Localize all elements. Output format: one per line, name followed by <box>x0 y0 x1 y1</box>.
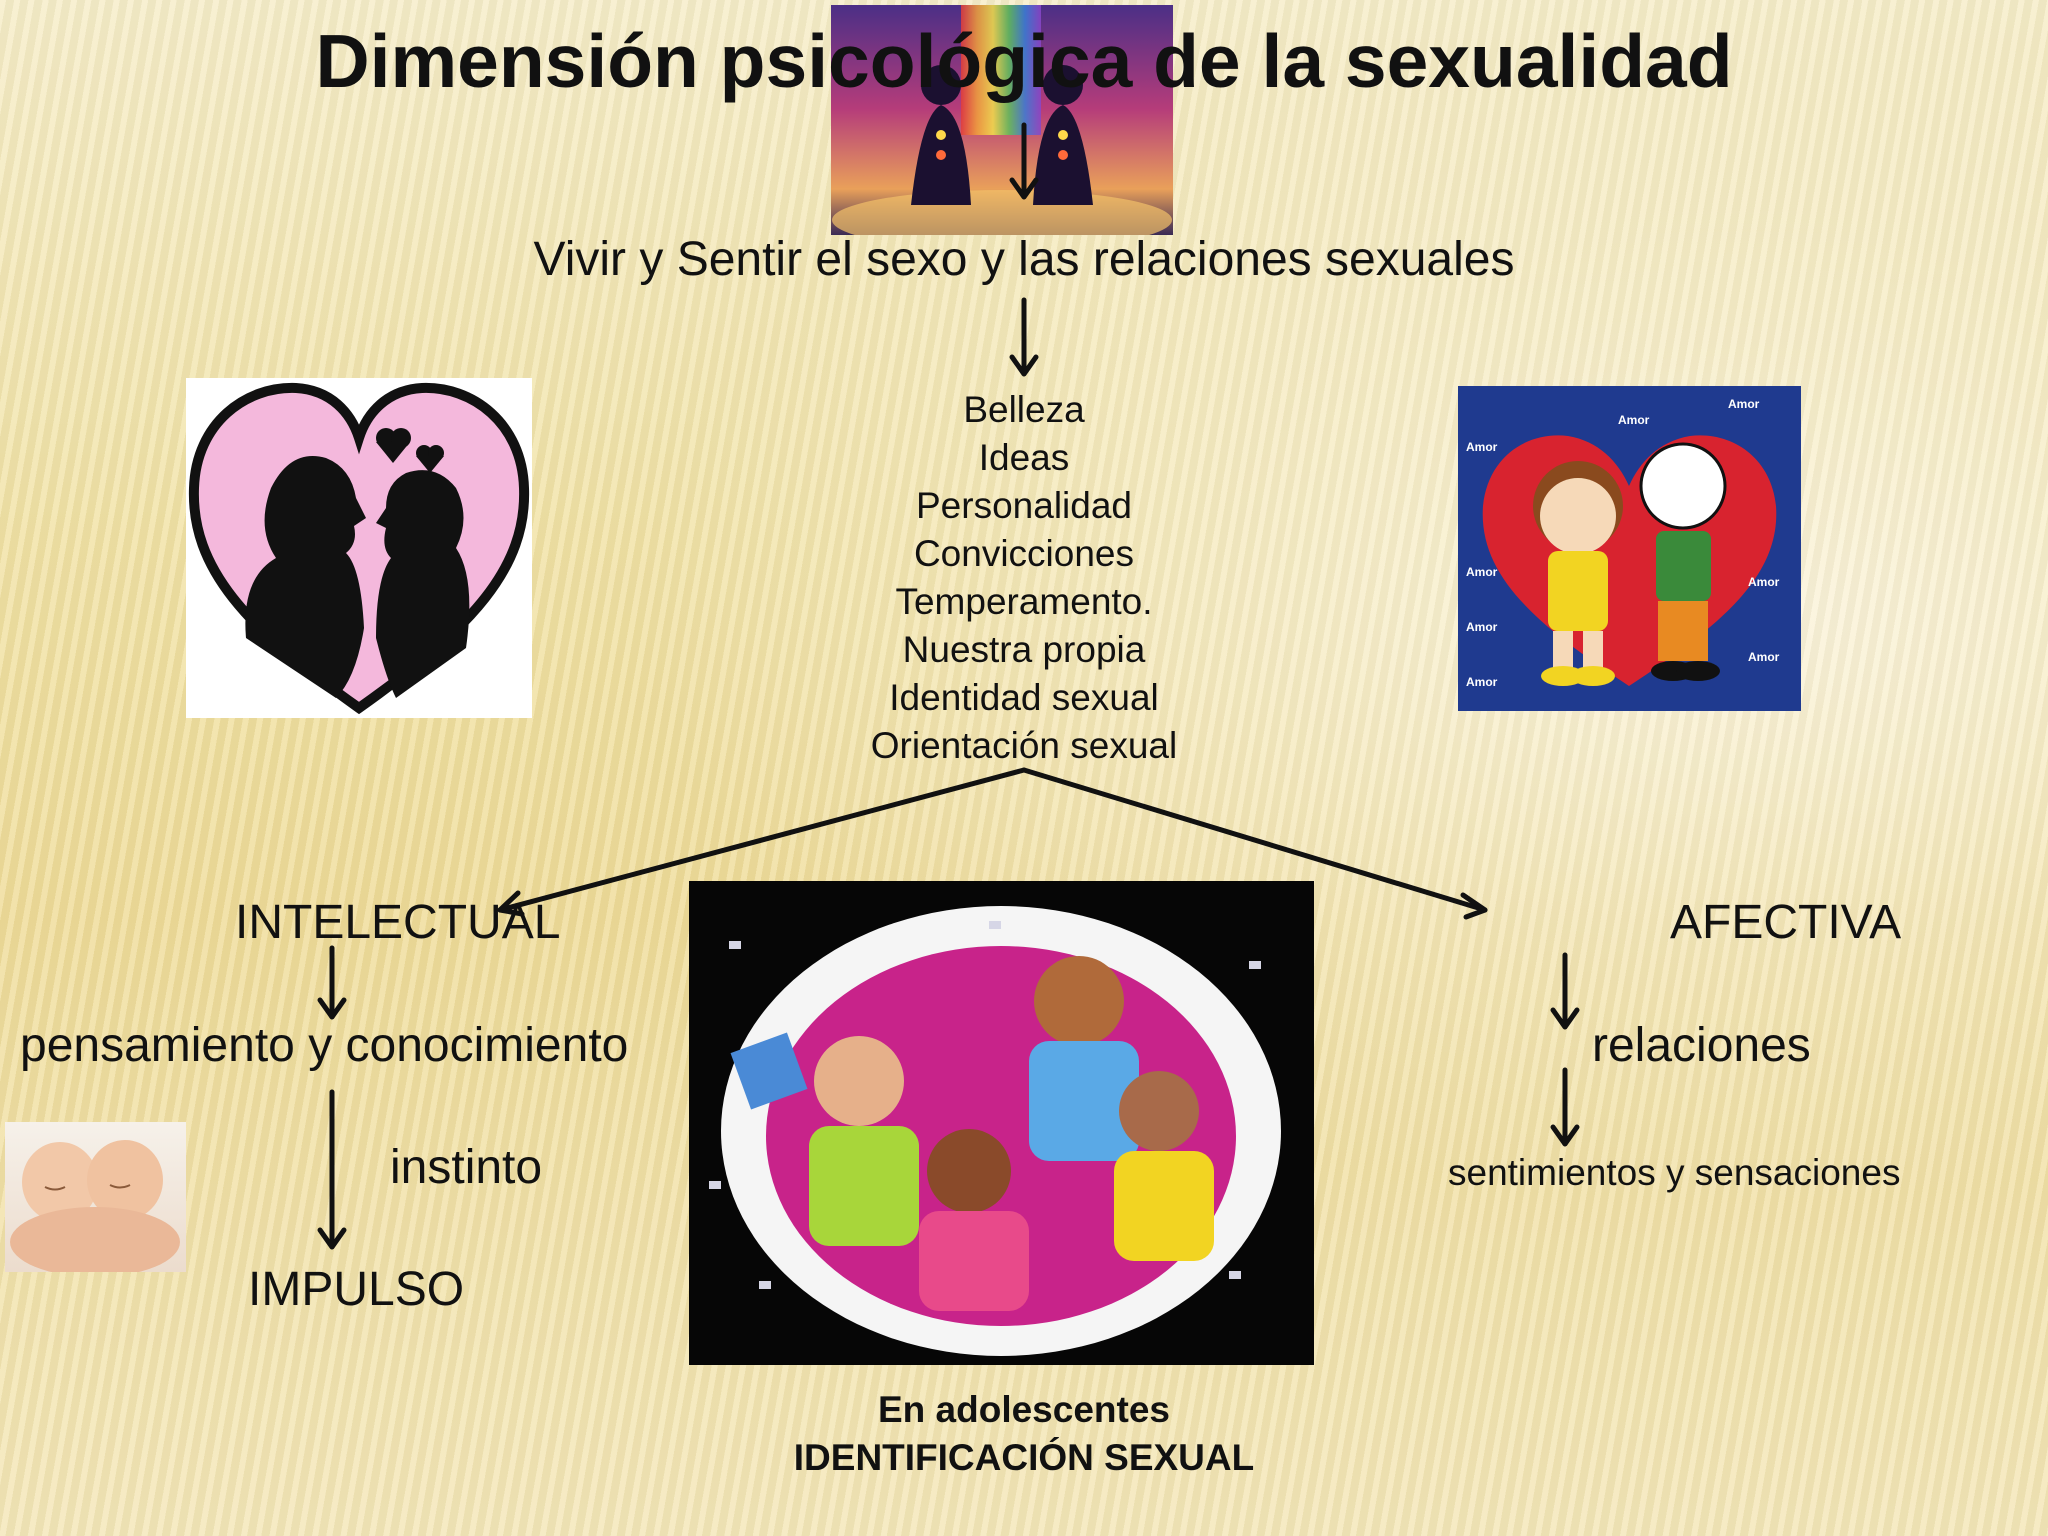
factor-item: Temperamento. <box>895 581 1153 622</box>
page-title: Dimensión psicológica de la sexualidad <box>315 19 1733 103</box>
amor-text: Amor <box>1466 620 1498 634</box>
factor-item: Identidad sexual <box>889 677 1159 718</box>
pensamiento-label: pensamiento y conocimiento <box>20 1019 629 1072</box>
subtitle: Vivir y Sentir el sexo y las relaciones … <box>533 233 1515 286</box>
arrow-intelectual-to-pensamiento <box>317 945 347 1020</box>
teenagers-group-image <box>689 881 1314 1365</box>
factor-item: Orientación sexual <box>870 725 1178 766</box>
identification-line: IDENTIFICACIÓN SEXUAL <box>793 1437 1255 1478</box>
factors-list: Belleza Ideas Personalidad Convicciones … <box>871 386 1177 770</box>
arrow-subtitle-to-factors <box>1009 297 1039 377</box>
cartoon-couple-amor-image: Amor Amor Amor Amor Amor Amor Amor Amor <box>1458 386 1801 711</box>
intelectual-label: INTELECTUAL <box>235 896 561 949</box>
twin-babies-image <box>5 1122 186 1272</box>
amor-text: Amor <box>1618 413 1650 427</box>
amor-text: Amor <box>1728 397 1760 411</box>
sentimientos-label: sentimientos y sensaciones <box>1448 1152 1901 1193</box>
factor-item: Ideas <box>978 437 1070 478</box>
arrow-factors-to-afectiva <box>1021 767 1488 920</box>
arrow-title-to-subtitle <box>1009 122 1039 200</box>
adolescents-caption: En adolescentes IDENTIFICACIÓN SEXUAL <box>794 1386 1254 1482</box>
amor-text: Amor <box>1466 675 1498 689</box>
meditating-couple-image <box>831 5 1173 235</box>
arrow-factors-to-intelectual <box>497 767 1027 917</box>
amor-text: Amor <box>1748 575 1780 589</box>
instinto-label: instinto <box>390 1141 543 1194</box>
factor-item: Belleza <box>963 389 1085 430</box>
amor-text: Amor <box>1748 650 1780 664</box>
amor-text: Amor <box>1466 440 1498 454</box>
amor-text: Amor <box>1466 565 1498 579</box>
afectiva-label: AFECTIVA <box>1670 896 1902 949</box>
arrow-relaciones-to-sentimientos <box>1550 1067 1580 1147</box>
impulso-label: IMPULSO <box>248 1263 465 1316</box>
arrow-pensamiento-to-impulso <box>317 1089 347 1250</box>
adolescents-line: En adolescentes <box>877 1389 1170 1430</box>
arrow-afectiva-to-relaciones <box>1550 952 1580 1030</box>
factor-item: Nuestra propia <box>902 629 1146 670</box>
relaciones-label: relaciones <box>1592 1019 1811 1072</box>
factor-item: Convicciones <box>913 533 1135 574</box>
couple-silhouette-heart-image <box>186 378 532 718</box>
factor-item: Personalidad <box>916 485 1132 526</box>
